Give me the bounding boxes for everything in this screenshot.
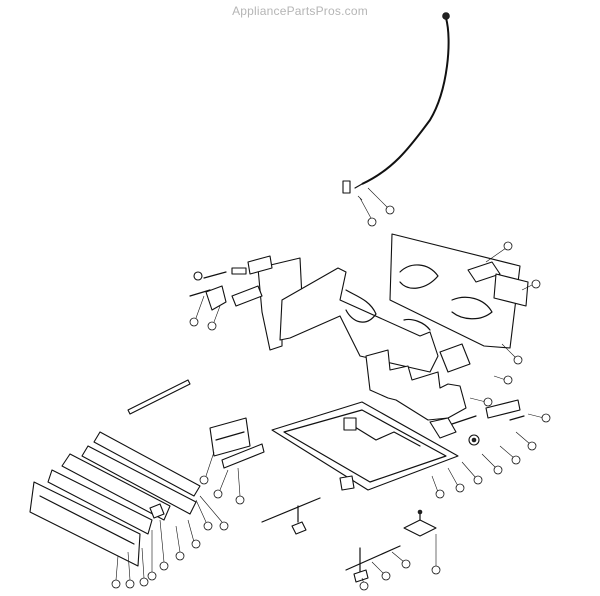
callout-bubbles — [111, 187, 551, 591]
base-tray — [271, 401, 459, 491]
divider-panel — [365, 343, 471, 421]
control-components — [189, 255, 273, 311]
front-panel-assembly — [29, 431, 201, 567]
power-cord — [342, 12, 450, 201]
chassis-housing — [257, 257, 439, 373]
leveling-feet — [261, 497, 437, 583]
front-rails — [127, 379, 265, 469]
watermark: AppliancePartsPros.com — [232, 4, 368, 18]
rear-panel — [389, 233, 529, 349]
